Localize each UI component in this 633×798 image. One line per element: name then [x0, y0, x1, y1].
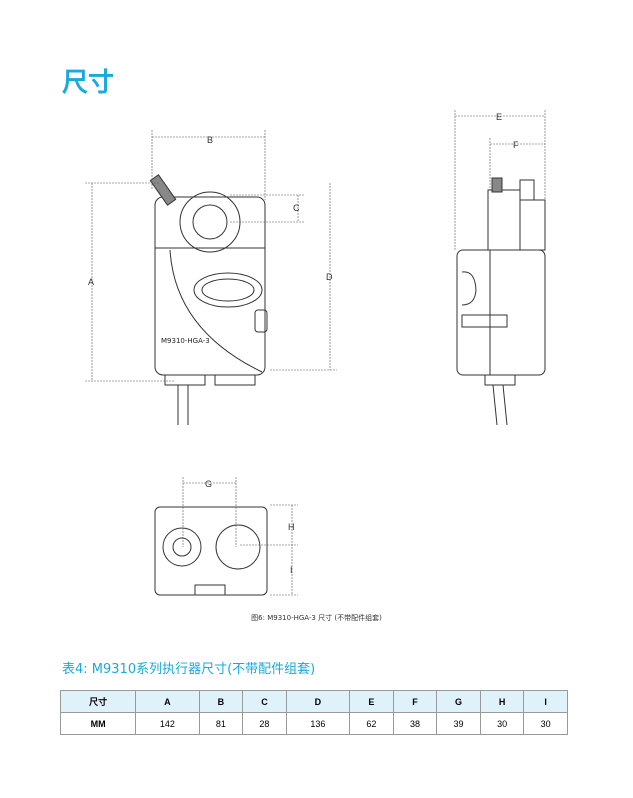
dim-label-c: C [293, 203, 300, 213]
dim-label-d: D [326, 272, 333, 282]
header-cell: A [135, 690, 200, 713]
dim-label-a: A [88, 277, 94, 287]
dimension-drawings: A B C D E F G H I M9310-HGA-3 [85, 110, 546, 596]
table-cell: 62 [349, 712, 394, 735]
dim-label-g: G [205, 479, 212, 489]
header-cell: H [479, 690, 525, 713]
header-cell: 尺寸 [59, 690, 137, 713]
page-title: 尺寸 [62, 68, 115, 98]
model-label: M9310-HGA-3 [161, 337, 210, 345]
dim-label-b: B [207, 135, 213, 145]
header-cell: G [436, 690, 481, 713]
header-cell: D [285, 690, 351, 713]
dim-label-i: I [290, 565, 293, 575]
table-header-row: 尺寸 A B C D E F G H I [59, 690, 568, 713]
table-cell: 81 [198, 712, 244, 735]
header-cell: I [523, 690, 568, 713]
table-cell: 28 [242, 712, 287, 735]
side-view-drawing [456, 177, 546, 426]
front-view-drawing [149, 174, 268, 425]
dim-label-h: H [288, 522, 295, 532]
figure-caption: 图6: M9310-HGA-3 尺寸 (不带配件组套) [251, 614, 382, 622]
table-cell: 38 [392, 712, 438, 735]
table-title: 表4: M9310系列执行器尺寸(不带配件组套) [62, 662, 316, 677]
header-cell: F [392, 690, 438, 713]
header-cell: B [198, 690, 244, 713]
dim-label-e: E [496, 112, 502, 122]
dim-label-f: F [513, 140, 519, 150]
dimensions-table: 尺寸 A B C D E F G H I MM 142 81 28 136 62… [59, 690, 568, 735]
table-cell: 30 [523, 712, 568, 735]
table-cell: 30 [479, 712, 525, 735]
bottom-view-drawing [154, 506, 268, 596]
table-cell: MM [59, 712, 137, 735]
table-cell: 39 [436, 712, 481, 735]
table-row: MM 142 81 28 136 62 38 39 30 30 [59, 712, 568, 735]
table-cell: 142 [135, 712, 200, 735]
header-cell: E [349, 690, 394, 713]
header-cell: C [242, 690, 287, 713]
table-cell: 136 [285, 712, 351, 735]
